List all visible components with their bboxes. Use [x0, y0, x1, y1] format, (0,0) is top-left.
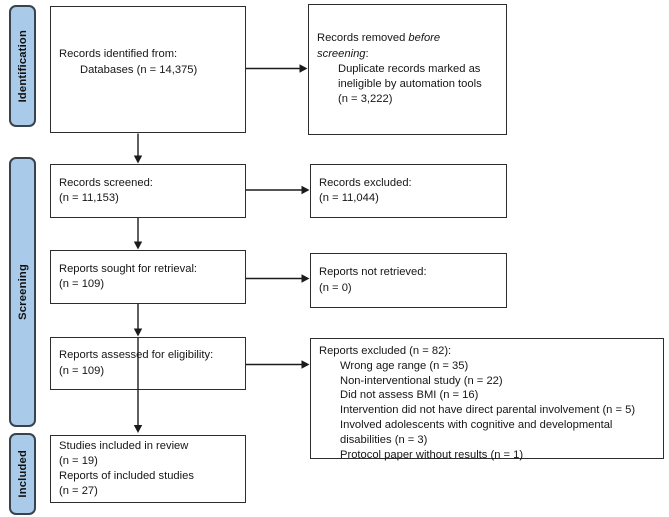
arrow-screened-to-sought: [133, 218, 143, 250]
box-text-line: Protocol paper without results (n = 1): [340, 448, 524, 461]
box-reports-assessed: Reports assessed for eligibility: (n = 10…: [50, 337, 246, 390]
box-text-line: (n = 27): [59, 485, 98, 498]
box-reports-not-retrieved: Reports not retrieved: (n = 0): [310, 253, 507, 308]
box-text-line: Studies included in review: [59, 439, 189, 452]
box-text-line: (n = 0): [319, 281, 352, 294]
box-text-line: (n = 11,153): [59, 192, 119, 204]
box-text-line: Records excluded:: [319, 176, 412, 189]
box-text-line: Reports not retrieved:: [319, 266, 427, 279]
box-text-line: Intervention did not have direct parenta…: [340, 404, 636, 417]
box-text-line: ineligible by automation tools: [338, 78, 482, 91]
box-text-line: (n = 109): [59, 364, 105, 377]
stage-label-screening-text: Screening: [16, 264, 29, 320]
box-text-line: Reports of included studies: [59, 470, 194, 482]
box-text-line: Records removed before: [317, 32, 441, 45]
stage-label-identification-text: Identification: [16, 29, 29, 103]
box-text-line: Non-interventional study (n = 22): [340, 374, 503, 387]
box-text-line: (n = 109): [59, 278, 105, 290]
box-text-line: Did not assess BMI (n = 16): [340, 389, 479, 402]
box-text-line: Involved adolescents with cognitive and …: [340, 418, 613, 431]
box-text-line: (n = 11,044): [319, 192, 379, 204]
box-text-line: (n = 3,222): [338, 93, 393, 106]
box-text-line: Reports excluded (n = 82):: [319, 345, 452, 357]
box-records-screened: Records screened: (n = 11,153): [50, 164, 246, 218]
box-text-line: Records screened:: [59, 176, 153, 189]
box-text-line: Databases (n = 14,375): [80, 63, 198, 76]
box-text-line: screening:: [317, 47, 369, 60]
box-reports-sought: Reports sought for retrieval: (n = 109): [50, 250, 246, 304]
arrow-identified-to-screened: [133, 133, 143, 164]
box-records-excluded: Records excluded: (n = 11,044): [310, 164, 507, 218]
box-text-line: Duplicate records marked as: [338, 62, 481, 75]
arrow-sought-to-assessed: [133, 304, 143, 337]
arrow-identified-to-removed: [246, 64, 308, 73]
box-records-identified: Records identified from: Databases (n = 1…: [50, 6, 246, 133]
arrow-assessed-to-reports-excluded: [246, 360, 310, 369]
box-text-line: disabilities (n = 3): [340, 433, 428, 446]
stage-label-screening: Screening: [9, 157, 36, 427]
stage-label-included: Included: [9, 433, 36, 515]
box-text-line: Wrong age range (n = 35): [340, 359, 469, 372]
arrow-sought-to-not-retrieved: [246, 274, 310, 283]
box-text-line: Reports sought for retrieval:: [59, 262, 198, 275]
box-reports-excluded-reasons: Reports excluded (n = 82): Wrong age rang…: [310, 338, 664, 461]
stage-label-included-text: Included: [16, 450, 29, 498]
box-records-removed-before-screening: Records removed before screening: Duplicat…: [308, 4, 507, 135]
arrow-screened-to-excluded: [246, 185, 310, 195]
box-studies-included: Studies included in review (n = 19) Report…: [50, 435, 246, 503]
stage-label-identification: Identification: [9, 5, 36, 127]
box-text-line: Reports assessed for eligibility:: [59, 349, 214, 362]
box-text-line: (n = 19): [59, 454, 98, 467]
box-text-line: Records identified from:: [59, 48, 178, 61]
